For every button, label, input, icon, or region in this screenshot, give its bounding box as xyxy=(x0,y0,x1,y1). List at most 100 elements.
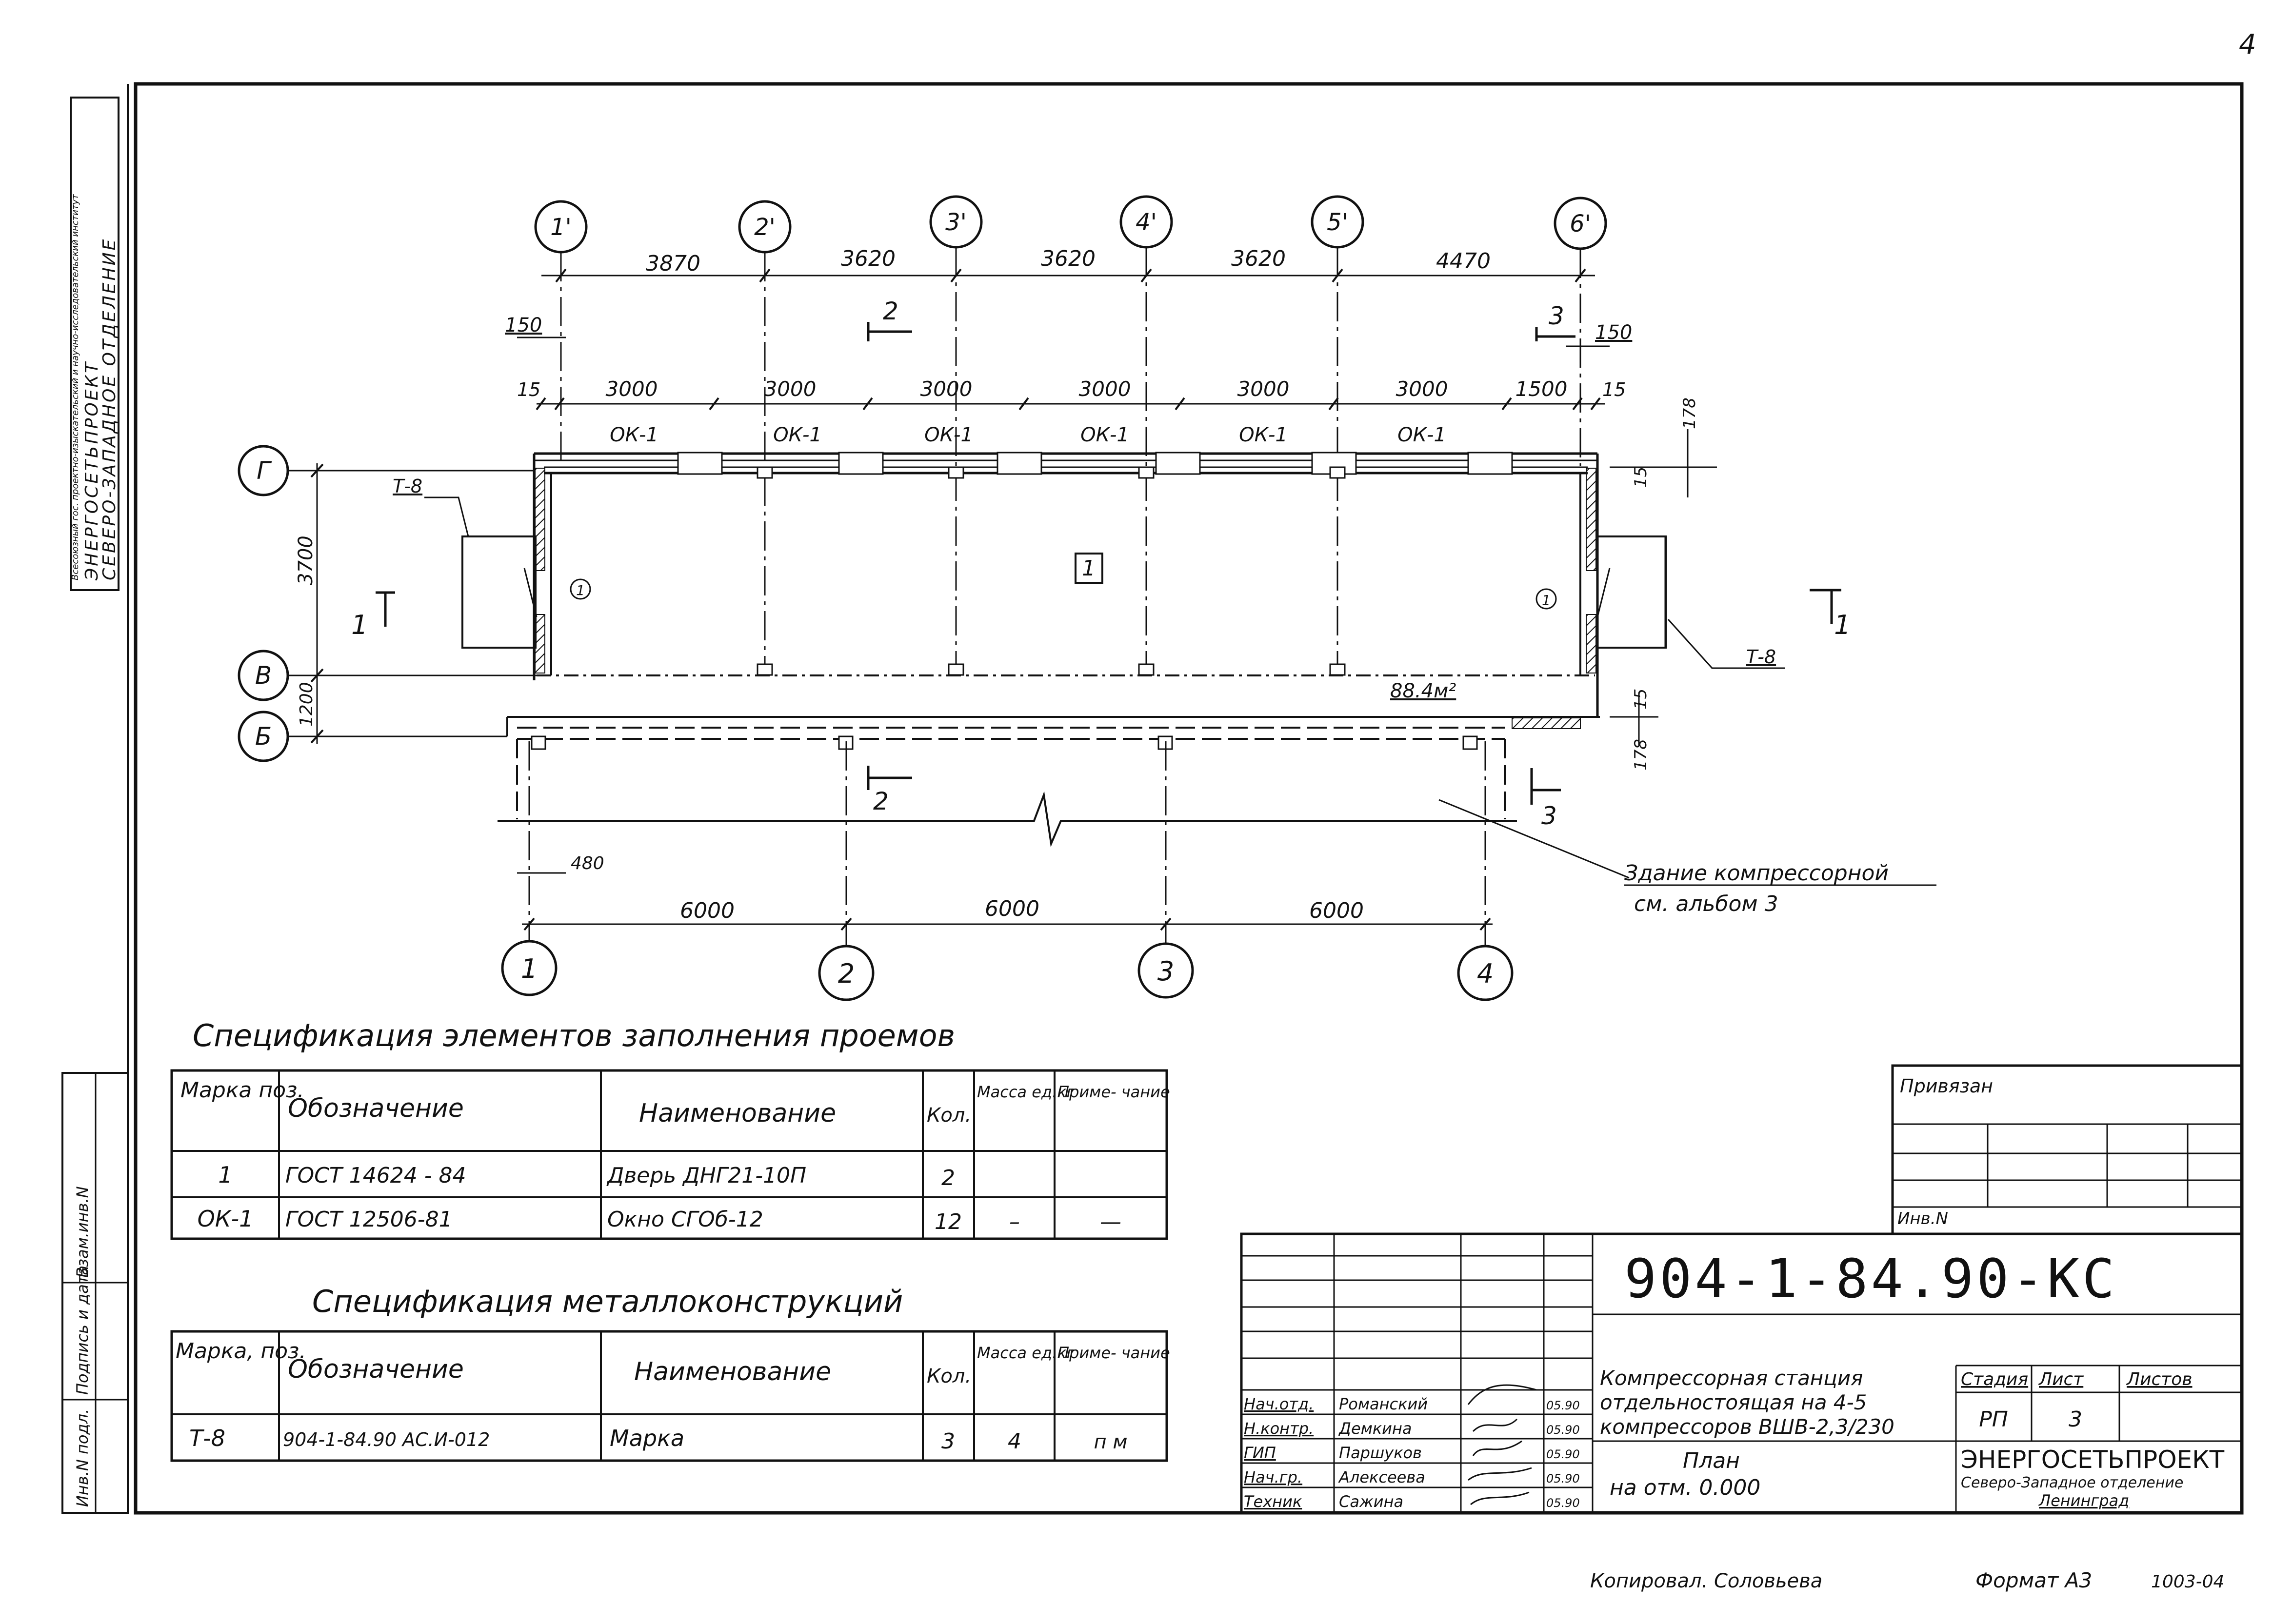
building-walls xyxy=(523,452,1611,717)
spec2-r1-qty: 3 xyxy=(941,1429,955,1454)
dim-6000-1: 6000 xyxy=(680,898,735,923)
sheet-title-line1: План xyxy=(1683,1448,1740,1473)
dim-1200: 1200 xyxy=(297,682,317,727)
binding-block: Привязан Инв.N xyxy=(1891,1064,2243,1235)
side-label-replace: Взам.инв.N xyxy=(73,1186,92,1278)
dimension-windows: 15 15 3000 3000 3000 3000 3000 3000 1500 xyxy=(517,377,1626,411)
section-2-top: 2 xyxy=(883,297,898,325)
signer-name-3: Паршуков xyxy=(1339,1444,1422,1462)
footer-code: 1003-04 xyxy=(2151,1572,2224,1592)
window-marks: ОК-1 ОК-1 ОК-1 ОК-1 ОК-1 ОК-1 xyxy=(610,424,1446,446)
signer-name-4: Алексеева xyxy=(1338,1468,1425,1486)
org-name: ЭНЕРГОСЕТЬПРОЕКТ xyxy=(1961,1446,2225,1474)
signer-date-4: 05.90 xyxy=(1546,1472,1580,1485)
window-mark-6: ОК-1 xyxy=(1397,424,1446,446)
bracket-label-left: Т-8 xyxy=(393,475,422,497)
door-mark-left: 1 xyxy=(576,582,585,598)
spec-metal: Спецификация металлоконструкций Марка, п… xyxy=(170,1284,1170,1462)
spec1-r2-qty: 12 xyxy=(935,1209,962,1234)
sheet-number: 3 xyxy=(2069,1407,2082,1432)
existing-building xyxy=(498,716,1600,848)
window-mark-1: ОК-1 xyxy=(610,424,658,446)
signer-role-1: Нач.отд. xyxy=(1244,1395,1314,1413)
spec1-r1-qty: 2 xyxy=(941,1166,955,1190)
signer-name-2: Демкина xyxy=(1338,1419,1412,1438)
axis-6p: 6' xyxy=(1570,210,1591,238)
dim-15-left: 15 xyxy=(517,379,540,400)
signer-role-2: Н.контр. xyxy=(1244,1419,1314,1438)
binding-inv-label: Инв.N xyxy=(1897,1209,1948,1228)
sheets-label: Листов xyxy=(2126,1369,2192,1389)
spec1-r2-name: Окно СГОб-12 xyxy=(607,1207,763,1232)
note-line2: см. альбом 3 xyxy=(1634,891,1778,916)
dim-150-left: 150 xyxy=(505,314,542,337)
section-1-left: 1 xyxy=(351,610,368,640)
footer-copier: Копировал. Соловьева xyxy=(1590,1570,1822,1592)
signature-3 xyxy=(1472,1440,1522,1456)
dim-6000-2: 6000 xyxy=(985,896,1039,921)
dim-3870: 3870 xyxy=(646,251,700,276)
signature-2 xyxy=(1472,1418,1518,1432)
dim-3620-b: 3620 xyxy=(1041,246,1096,271)
spec2-h-note: Приме- чание xyxy=(1057,1344,1170,1362)
dim-1500: 1500 xyxy=(1515,377,1568,401)
signer-date-1: 05.90 xyxy=(1546,1399,1580,1412)
spec1-h-mass: Масса ед.кг xyxy=(977,1083,1075,1101)
door-mark-right: 1 xyxy=(1542,592,1551,608)
desc-line3: компрессоров ВШВ-2,3/230 xyxy=(1600,1415,1894,1439)
note-line1: Здание компрессорной xyxy=(1624,861,1889,886)
axis-lines-vertical xyxy=(560,247,1581,675)
axis-3p: 3' xyxy=(945,209,967,236)
org-stamp-line2: ЭНЕРГОСЕТЬПРОЕКТ xyxy=(82,360,102,581)
spec1-h-qty: Кол. xyxy=(927,1104,971,1127)
dim-3000-2: 3000 xyxy=(764,377,817,401)
title-block: 904-1-84.90-КС Компрессорная станция отд… xyxy=(1240,1232,2243,1514)
signature-1 xyxy=(1467,1384,1537,1405)
spec-openings: Спецификация элементов заполнения проемо… xyxy=(170,1018,1170,1240)
room-number-box xyxy=(1075,553,1103,584)
dim-3620-c: 3620 xyxy=(1231,246,1286,271)
dim-178-top: 178 xyxy=(1680,397,1699,429)
spec1-h-name: Наименование xyxy=(639,1099,836,1128)
dimension-top: 3870 3620 3620 3620 4470 xyxy=(541,246,1595,283)
dim-15-top: 15 xyxy=(1631,467,1651,488)
signature-5 xyxy=(1470,1491,1530,1505)
spec2-h-mass: Масса ед.кг xyxy=(977,1344,1075,1362)
org-sub2: Ленинград xyxy=(2038,1491,2129,1510)
org-sub1: Северо-Западное отделение xyxy=(1961,1474,2183,1491)
window-mark-4: ОК-1 xyxy=(1080,424,1129,446)
axis-V: В xyxy=(255,661,272,690)
dim-3000-6: 3000 xyxy=(1396,377,1448,401)
axis-bubbles-bottom: 1 2 3 4 6000 6000 6000 480 xyxy=(501,741,1514,1001)
window-mark-5: ОК-1 xyxy=(1239,424,1288,446)
spec2-r1-mark: Т-8 xyxy=(189,1425,225,1451)
axis-4: 4 xyxy=(1477,958,1494,989)
spec1-r2-mass: – xyxy=(1009,1209,1020,1234)
axis-2: 2 xyxy=(838,958,855,989)
signature-4 xyxy=(1468,1467,1532,1481)
bracket-label-right: Т-8 xyxy=(1746,646,1776,668)
signer-role-5: Техник xyxy=(1244,1492,1302,1511)
signer-name-1: Романский xyxy=(1339,1395,1428,1413)
section-2-bottom: 2 xyxy=(873,787,889,815)
dim-150-right: 150 xyxy=(1595,321,1632,344)
spec1-h-mark: Марка поз. xyxy=(180,1078,304,1103)
room-number: 1 xyxy=(1082,556,1096,581)
signer-date-3: 05.90 xyxy=(1546,1447,1580,1461)
page-number: 4 xyxy=(2239,29,2256,60)
org-stamp-line3: СЕВЕРО-ЗАПАДНОЕ ОТДЕЛЕНИЕ xyxy=(100,238,120,580)
side-approval-columns: Инв.N подл. Подпись и дата Взам.инв.N xyxy=(61,1072,129,1514)
door-marks: 1 1 xyxy=(570,578,1557,610)
spec2-r1-note: п м xyxy=(1094,1431,1127,1453)
axis-bubbles-top: 1' 2' 3' 4' 5' 6' xyxy=(534,195,1607,254)
room-area: 88.4м² xyxy=(1390,680,1456,702)
spec2-r1-mass: 4 xyxy=(1008,1429,1021,1454)
spec2-title: Спецификация металлоконструкций xyxy=(312,1284,903,1319)
org-stamp-line1: Всесоюзный гос. проектно-изыскательский … xyxy=(70,194,80,580)
dim-15-bottom: 15 xyxy=(1631,689,1651,710)
floor-plan: 1' 2' 3' 4' 5' 6' xyxy=(238,195,1936,1001)
section-1-right: 1 xyxy=(1834,610,1851,640)
axis-B: Б xyxy=(255,722,272,751)
binding-label: Привязан xyxy=(1900,1075,1993,1097)
